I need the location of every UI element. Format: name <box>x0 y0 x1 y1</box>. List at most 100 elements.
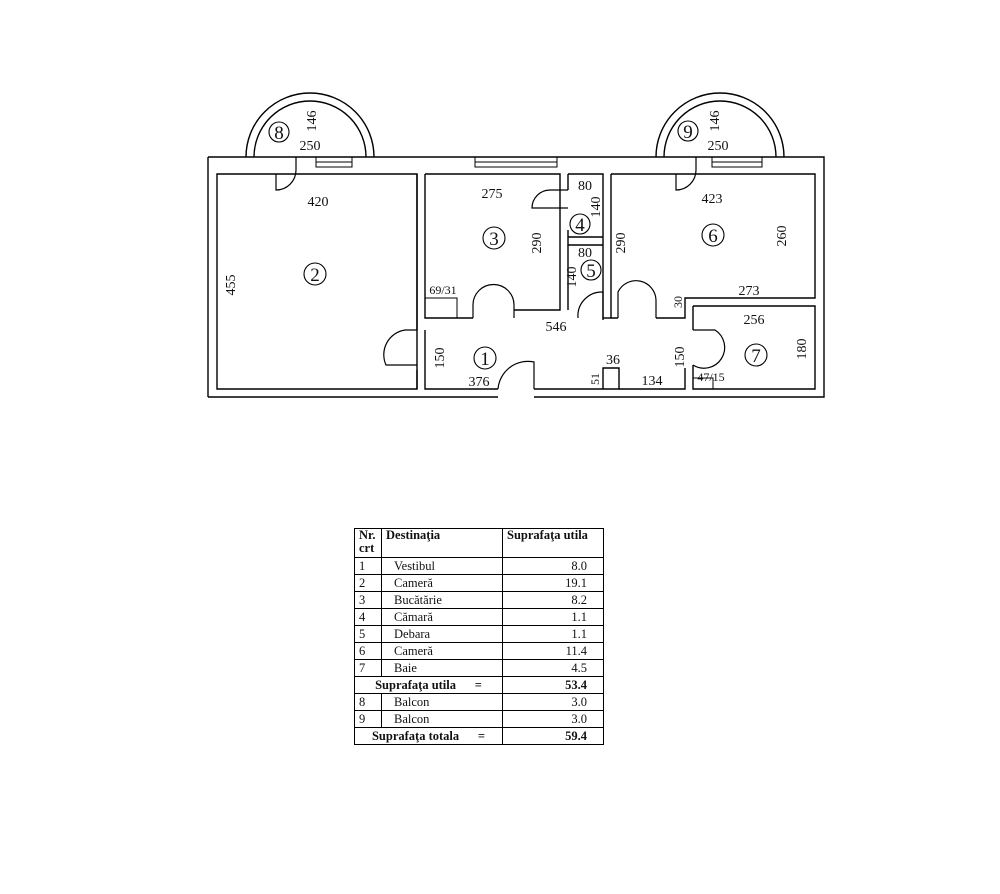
row-destination: Vestibul <box>381 557 503 575</box>
header-destination: Destinaţia <box>381 528 503 558</box>
table-row: 5 Debara 1.1 <box>354 625 604 643</box>
balcony-9 <box>655 92 785 158</box>
balcony9-inner <box>663 100 777 158</box>
balcony8-inner <box>253 100 367 158</box>
row-destination: Cămară <box>381 608 503 626</box>
dim-room3-window: 69/31 <box>429 283 456 297</box>
dim-balcony9-depth: 146 <box>708 111 723 132</box>
hall-left <box>424 330 498 390</box>
row-destination: Balcon <box>381 710 503 728</box>
dim-hall-length: 546 <box>546 320 567 335</box>
dim-room6-depth-left: 290 <box>614 233 629 254</box>
dim-balcony9-width: 250 <box>708 139 729 154</box>
room-number-3: 3 <box>489 229 499 250</box>
row-area: 3.0 <box>502 693 604 711</box>
row-destination: Baie <box>381 659 503 677</box>
room-3-walls <box>424 173 569 319</box>
table-row: 9 Balcon 3.0 <box>354 710 604 728</box>
dim-room6-bottom: 273 <box>739 284 760 299</box>
dim-vestibule-depth: 150 <box>433 348 448 369</box>
dim-balcony8-depth: 146 <box>305 111 320 132</box>
dim-room4-width: 80 <box>578 179 592 194</box>
dim-room5-depth: 140 <box>565 267 580 288</box>
header-nr: Nr. crt <box>354 528 382 558</box>
doors <box>275 157 726 390</box>
dim-room2-length: 455 <box>224 275 239 296</box>
room-number-7: 7 <box>751 346 761 367</box>
hall-nib <box>534 367 620 390</box>
room-7-walls <box>692 305 816 390</box>
balcony9-outer <box>655 92 785 158</box>
closet-right <box>568 173 604 320</box>
total-equals: = <box>477 728 486 743</box>
row-destination: Cameră <box>381 574 503 592</box>
subtotal-value: 53.4 <box>502 676 604 694</box>
row-area: 3.0 <box>502 710 604 728</box>
subtotal-label: Suprafaţa utila = <box>354 676 503 694</box>
dim-balcony8-width: 250 <box>300 139 321 154</box>
room-labels: 1 2 3 4 5 6 7 8 9 <box>268 120 768 370</box>
subtotal-label-text: Suprafaţa utila <box>375 677 457 692</box>
row-area: 1.1 <box>502 625 604 643</box>
room-6-walls <box>603 173 816 319</box>
dim-room2-width: 420 <box>308 195 329 210</box>
dim-hall-corner: 51 <box>588 373 602 385</box>
room-number-2: 2 <box>310 265 320 286</box>
row-nr: 1 <box>354 557 382 575</box>
dim-vestibule-width: 376 <box>469 375 490 390</box>
dim-room5-width: 80 <box>578 246 592 261</box>
dim-hall-depth-right: 150 <box>673 347 688 368</box>
row-nr: 6 <box>354 642 382 660</box>
row-destination: Cameră <box>381 642 503 660</box>
closet5-door <box>577 291 604 319</box>
row-area: 1.1 <box>502 608 604 626</box>
row-area: 8.0 <box>502 557 604 575</box>
bath-outline <box>692 305 816 390</box>
dim-room6-depth-right: 260 <box>775 226 790 247</box>
total-label: Suprafaţa totala = <box>354 727 503 745</box>
row-destination: Bucătărie <box>381 591 503 609</box>
table-row: 8 Balcon 3.0 <box>354 693 604 711</box>
row-area: 8.2 <box>502 591 604 609</box>
outer-wall-line <box>207 156 825 398</box>
header-area: Suprafaţa utila <box>502 528 604 558</box>
exterior-walls <box>207 156 825 398</box>
dim-room4-depth: 140 <box>589 197 604 218</box>
dimension-labels: 146 250 146 250 420 455 275 290 69/31 80… <box>224 111 810 391</box>
table-header-row: Nr. crt Destinaţia Suprafaţa utila <box>354 528 604 558</box>
dim-room3-depth: 290 <box>530 233 545 254</box>
dim-room6-width: 423 <box>702 192 723 207</box>
total-label-text: Suprafaţa totala <box>371 728 460 743</box>
entry-door <box>497 360 535 390</box>
table-row: 2 Cameră 19.1 <box>354 574 604 592</box>
row-nr: 7 <box>354 659 382 677</box>
table-row: 4 Cămară 1.1 <box>354 608 604 626</box>
dim-hall-segment: 134 <box>642 374 663 389</box>
bath-door <box>692 329 726 369</box>
dim-room6-step: 30 <box>671 296 685 308</box>
total-value: 59.4 <box>502 727 604 745</box>
row-destination: Debara <box>381 625 503 643</box>
area-table: Nr. crt Destinaţia Suprafaţa utila 1 Ves… <box>354 528 604 745</box>
row-area: 19.1 <box>502 574 604 592</box>
room-number-6: 6 <box>708 226 718 247</box>
balcony-8 <box>245 92 375 158</box>
room6-door <box>617 280 657 318</box>
room-number-8: 8 <box>274 123 284 144</box>
dim-room7-width: 256 <box>744 313 765 328</box>
closet4-door <box>531 189 568 209</box>
table-row: 1 Vestibul 8.0 <box>354 557 604 575</box>
row-nr: 2 <box>354 574 382 592</box>
row-destination: Balcon <box>381 693 503 711</box>
kitchen-outline <box>425 173 561 311</box>
row-nr: 5 <box>354 625 382 643</box>
table-row: 3 Bucătărie 8.2 <box>354 591 604 609</box>
room-number-1: 1 <box>480 349 490 370</box>
windows <box>315 156 763 168</box>
dim-room7-depth: 180 <box>795 339 810 360</box>
kitchen-window-box <box>425 297 458 318</box>
room-number-9: 9 <box>683 122 693 143</box>
room-number-4: 4 <box>575 215 585 236</box>
row-area: 4.5 <box>502 659 604 677</box>
